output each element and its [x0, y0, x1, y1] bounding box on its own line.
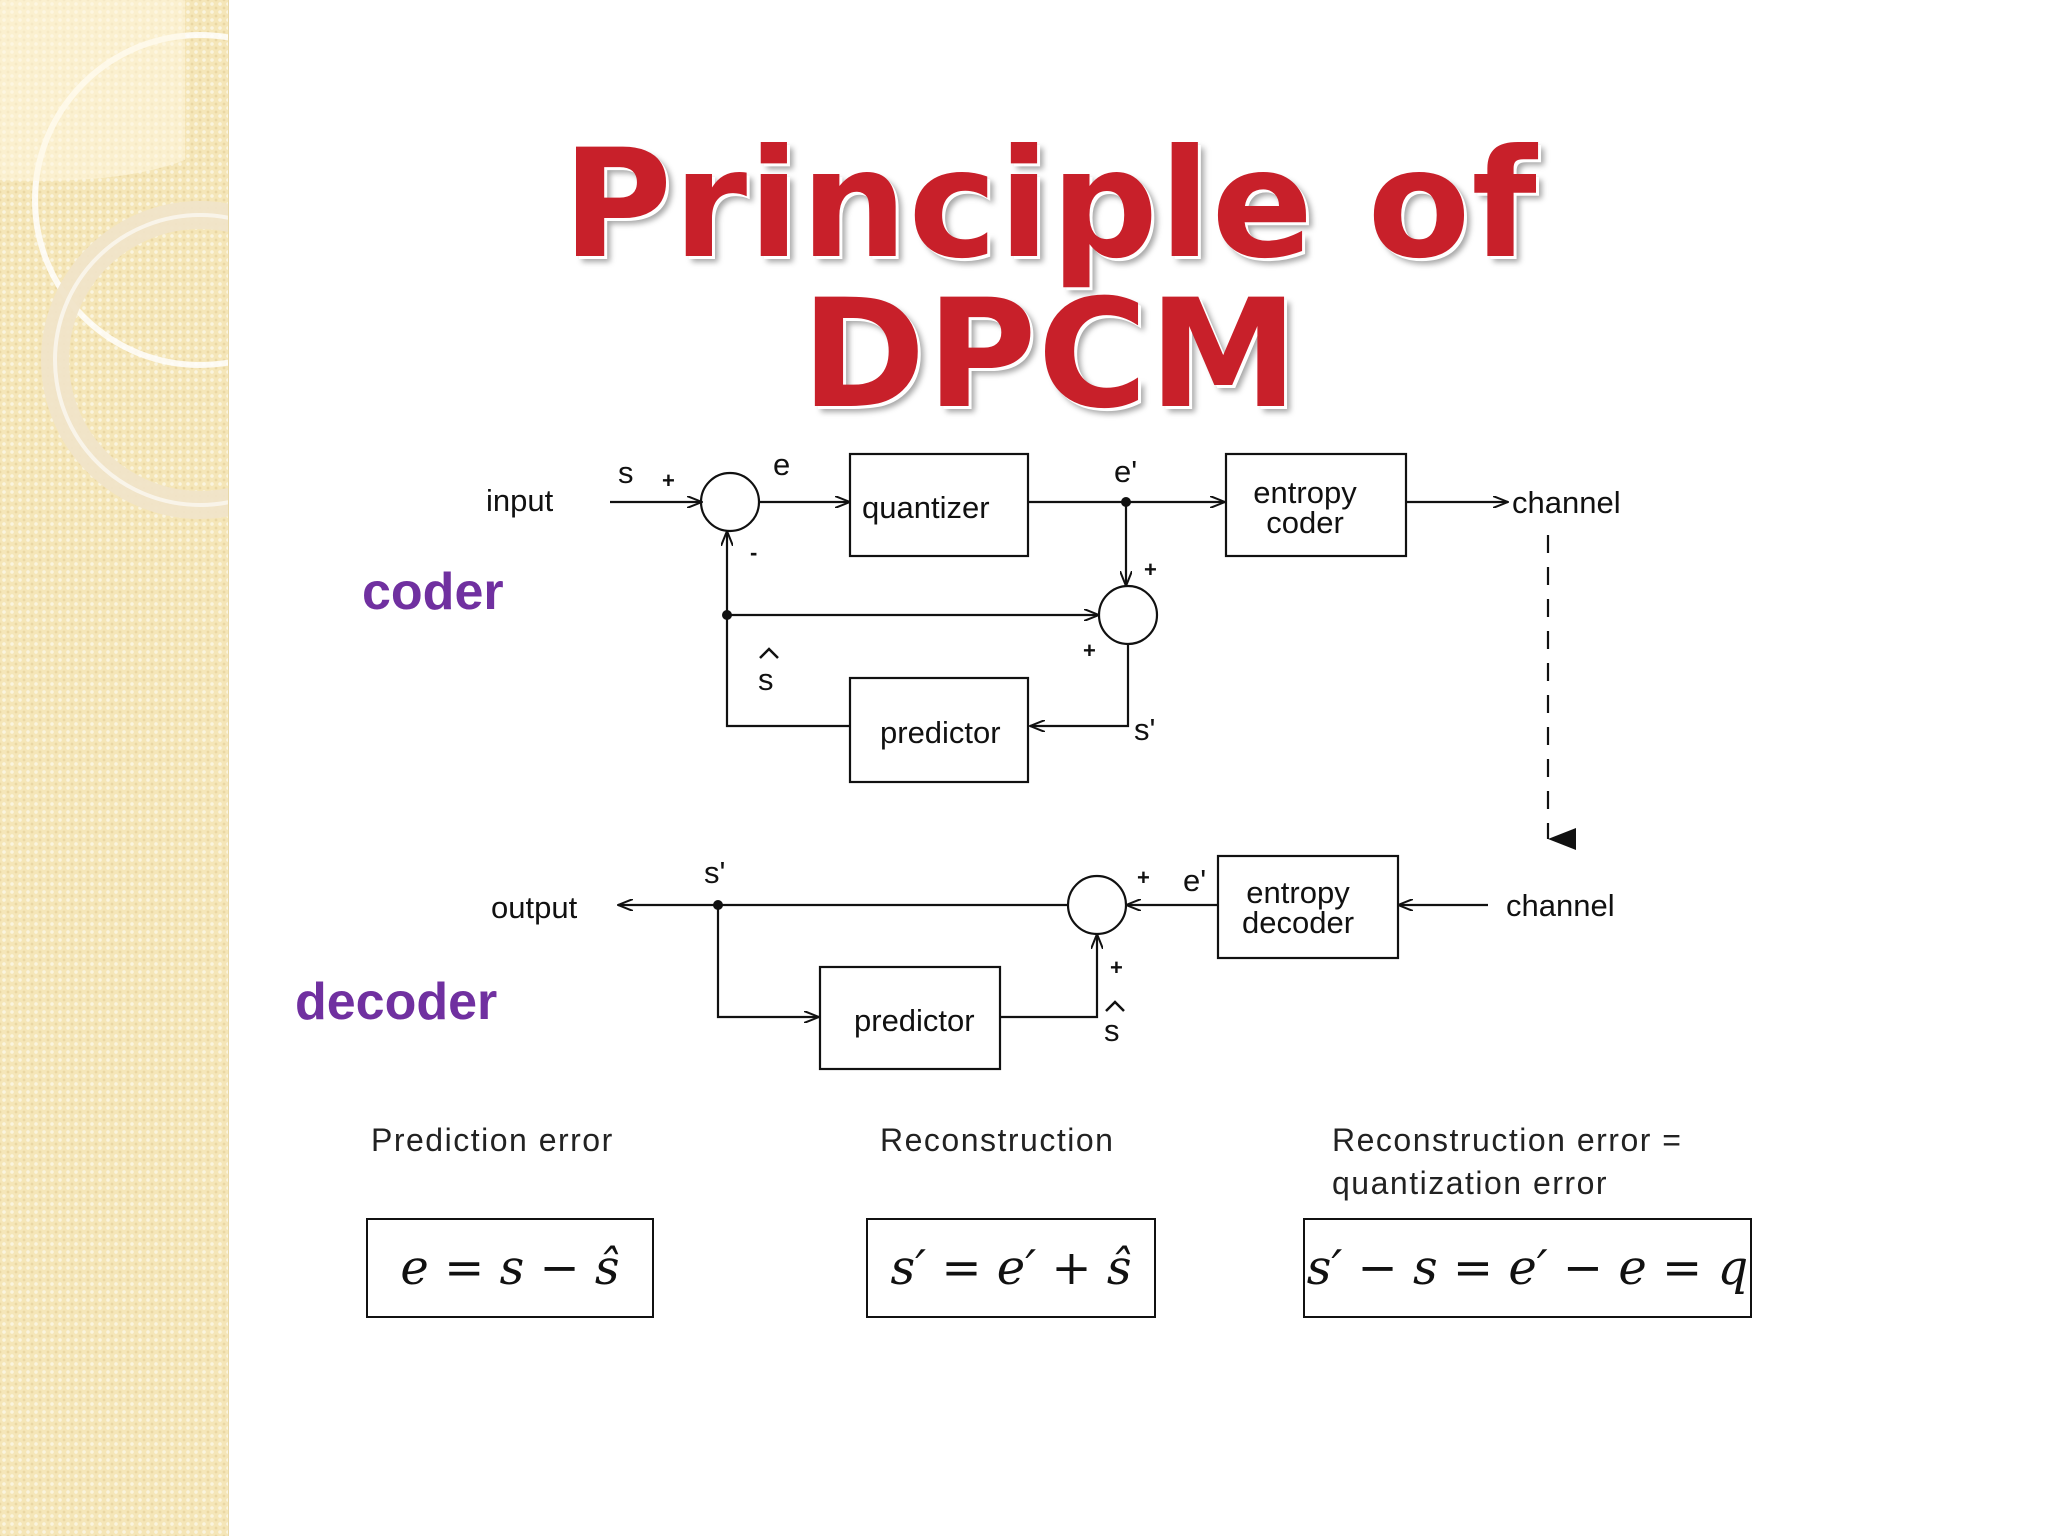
e-prime-label: e' [1114, 454, 1137, 489]
reconstruction-error-caption-line2: quantization error [1332, 1165, 1609, 1201]
junction-sprime [713, 900, 723, 910]
prediction-error-caption: Prediction error [371, 1122, 614, 1158]
s-label: s [618, 455, 634, 490]
decoder-adder [1066, 874, 1128, 936]
hat-mark-coder [759, 647, 779, 659]
e-label: e [773, 447, 790, 482]
decoder-label: decoder [295, 973, 498, 1031]
entropy-decoder-block [1216, 854, 1400, 960]
entropy-coder-block [1224, 452, 1408, 558]
edge-sprime-to-predictor [716, 905, 819, 1017]
s-prime-label-coder: s' [1134, 712, 1155, 747]
junction-shat [722, 610, 732, 620]
channel-label-coder: channel [1512, 485, 1621, 520]
coder-label: coder [362, 563, 504, 621]
quantizer-block [848, 452, 1030, 558]
plus-sign-left: + [1083, 638, 1096, 663]
plus-sign-top: + [1144, 557, 1157, 582]
input-label: input [486, 483, 554, 518]
output-label: output [491, 890, 578, 925]
reconstruction-formula: s′ = e′ + ŝ [866, 1218, 1156, 1318]
channel-label-decoder: channel [1506, 888, 1615, 923]
edge-predictor-to-subtractor [727, 531, 850, 728]
entropy-coder-label-line1: entropy [1253, 475, 1357, 510]
coder-predictor-label: predictor [880, 715, 1001, 750]
edge-predictor-to-adder [1000, 934, 1097, 1019]
reconstruction-error-caption-line1: Reconstruction error = [1332, 1122, 1683, 1158]
decoder-predictor-label: predictor [854, 1003, 975, 1038]
s-prime-label-decoder: s' [704, 855, 725, 890]
reconstruction-error-formula: s′ − s = e′ − e = q [1303, 1218, 1752, 1318]
sidebar-decoration [0, 0, 229, 1536]
s-hat-label-coder: s [758, 662, 774, 697]
decorative-rings [0, 0, 228, 519]
junction-eprime [1121, 497, 1131, 507]
hat-mark-decoder [1105, 1000, 1125, 1012]
edge-adder-to-predictor [1030, 644, 1130, 726]
slide-title: Principle of DPCM [562, 118, 1538, 442]
prediction-error-formula: e = s − ŝ [366, 1218, 654, 1318]
entropy-decoder-label-line1: entropy [1246, 875, 1350, 910]
plus-sign-input: + [662, 468, 675, 493]
e-prime-label-decoder: e' [1183, 863, 1206, 898]
coder-subtractor [699, 471, 761, 533]
reconstruction-error-caption: Reconstruction error = quantization erro… [1332, 1119, 1682, 1205]
plus-sign-right: + [1137, 865, 1150, 890]
coder-adder [1097, 584, 1159, 646]
plus-sign-bottom: + [1110, 955, 1123, 980]
s-hat-label-decoder: s [1104, 1013, 1120, 1048]
entropy-decoder-label-line2: decoder [1242, 905, 1354, 940]
reconstruction-caption: Reconstruction [880, 1122, 1115, 1158]
minus-sign-input: - [750, 540, 757, 565]
quantizer-label: quantizer [862, 490, 990, 525]
coder-predictor-block [848, 676, 1030, 784]
entropy-coder-label-line2: coder [1266, 505, 1344, 540]
